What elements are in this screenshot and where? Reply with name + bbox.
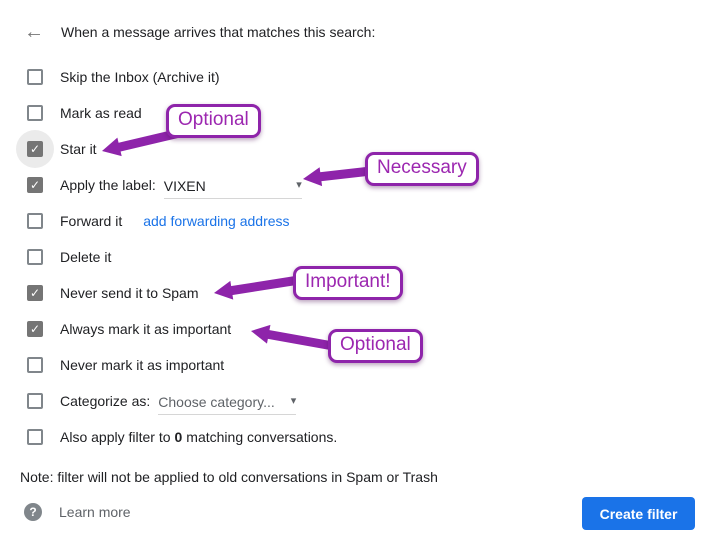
checkmark-icon: ✓	[29, 286, 41, 300]
categorize-checkbox[interactable]: ✓	[27, 393, 43, 409]
annotation-necessary: Necessary	[365, 152, 479, 186]
back-arrow-icon[interactable]: ←	[24, 21, 44, 43]
mark-as-read-checkbox[interactable]: ✓	[27, 105, 43, 121]
panel-header: ← When a message arrives that matches th…	[24, 22, 375, 42]
category-dropdown-value: Choose category...	[158, 393, 275, 410]
annotation-optional-star: Optional	[166, 104, 261, 138]
checkbox-wrap: ✓	[27, 429, 43, 445]
checkmark-icon: ✓	[29, 322, 41, 336]
row-label: Skip the Inbox (Archive it)	[60, 69, 220, 85]
forward-it-checkbox[interactable]: ✓	[27, 213, 43, 229]
checkmark-icon: ✓	[29, 178, 41, 192]
label-dropdown[interactable]: VIXEN ▾	[163, 177, 302, 199]
help-icon[interactable]: ?	[24, 503, 42, 521]
also-apply-checkbox[interactable]: ✓	[27, 429, 43, 445]
row-categorize: ✓ Categorize as: Choose category... ▾	[0, 383, 717, 419]
checkbox-wrap: ✓	[16, 130, 54, 168]
checkbox-wrap: ✓	[27, 285, 43, 301]
checkbox-wrap: ✓	[27, 213, 43, 229]
never-spam-checkbox[interactable]: ✓	[27, 285, 43, 301]
checkbox-wrap: ✓	[27, 105, 43, 121]
page-title: When a message arrives that matches this…	[61, 24, 376, 40]
checkbox-wrap: ✓	[27, 249, 43, 265]
matching-count: 0	[174, 429, 183, 445]
label-dropdown-value: VIXEN	[163, 177, 206, 194]
row-forward-it: ✓ Forward it add forwarding address	[0, 203, 717, 239]
category-dropdown[interactable]: Choose category... ▾	[158, 393, 297, 415]
skip-inbox-checkbox[interactable]: ✓	[27, 69, 43, 85]
checkbox-wrap: ✓	[27, 321, 43, 337]
row-label: Never mark it as important	[60, 357, 225, 373]
row-label: Mark as read	[60, 105, 142, 121]
checkmark-icon: ✓	[29, 142, 41, 156]
row-label: Never send it to Spam	[60, 285, 199, 301]
row-delete-it: ✓ Delete it	[0, 239, 717, 275]
delete-it-checkbox[interactable]: ✓	[27, 249, 43, 265]
filter-options-list: ✓ Skip the Inbox (Archive it) ✓ Mark as …	[0, 59, 717, 455]
row-label: Also apply filter to	[60, 429, 171, 445]
note-text: Note: filter will not be applied to old …	[20, 469, 438, 485]
row-also-apply: ✓ Also apply filter to 0 matching conver…	[0, 419, 717, 455]
learn-more-link[interactable]: Learn more	[59, 504, 131, 520]
row-never-spam: ✓ Never send it to Spam	[0, 275, 717, 311]
caret-down-icon: ▾	[290, 395, 297, 407]
row-label-suffix: matching conversations.	[186, 429, 338, 445]
apply-label-checkbox[interactable]: ✓	[27, 177, 43, 193]
never-important-checkbox[interactable]: ✓	[27, 357, 43, 373]
row-label: Apply the label:	[60, 177, 156, 193]
star-it-checkbox[interactable]: ✓	[27, 141, 43, 157]
row-label: Delete it	[60, 249, 112, 265]
row-never-important: ✓ Never mark it as important	[0, 347, 717, 383]
row-label: Star it	[60, 141, 97, 157]
checkbox-wrap: ✓	[27, 177, 43, 193]
row-skip-inbox: ✓ Skip the Inbox (Archive it)	[0, 59, 717, 95]
row-star-it: ✓ Star it	[0, 130, 717, 168]
checkbox-wrap: ✓	[27, 69, 43, 85]
annotation-optional-important: Optional	[328, 329, 423, 363]
annotation-important: Important!	[293, 266, 403, 300]
row-mark-as-read: ✓ Mark as read	[0, 95, 717, 131]
row-label: Categorize as:	[60, 393, 151, 409]
create-filter-button[interactable]: Create filter	[582, 497, 695, 530]
row-label: Always mark it as important	[60, 321, 232, 337]
add-forwarding-address-link[interactable]: add forwarding address	[143, 213, 290, 229]
checkbox-wrap: ✓	[27, 393, 43, 409]
learn-more-row: ? Learn more	[24, 503, 131, 521]
checkbox-wrap: ✓	[27, 357, 43, 373]
row-apply-label: ✓ Apply the label: VIXEN ▾	[0, 167, 717, 203]
always-important-checkbox[interactable]: ✓	[27, 321, 43, 337]
row-always-important: ✓ Always mark it as important	[0, 311, 717, 347]
row-label: Forward it	[60, 213, 123, 229]
caret-down-icon: ▾	[296, 179, 302, 191]
